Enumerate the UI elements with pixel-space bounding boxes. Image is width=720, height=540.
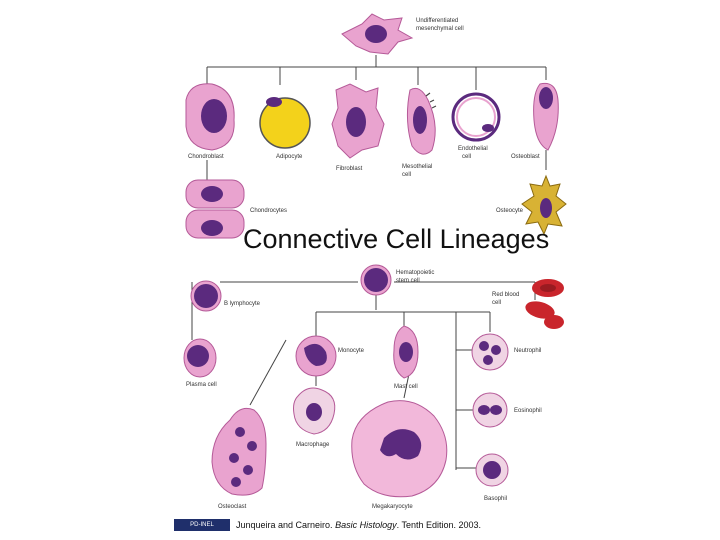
macrophage-cell	[293, 387, 336, 435]
mesothelial-label-1: Mesothelial	[402, 164, 432, 170]
macrophage-label: Macrophage	[296, 442, 330, 448]
monocyte-cell	[295, 335, 337, 377]
red-blood-label-2: cell	[492, 300, 501, 306]
basophil-cell	[475, 453, 509, 487]
mesothelial-label-2: cell	[402, 172, 411, 178]
eosinophil-label: Eosinophil	[514, 408, 542, 414]
neutrophil-label: Neutrophil	[514, 348, 541, 354]
chondrocytes-cell	[185, 179, 245, 239]
megakaryocyte-cell	[351, 400, 448, 498]
chondrocytes-label: Chondrocytes	[250, 208, 287, 214]
basophil-label: Basophil	[484, 496, 507, 502]
mesenchymal-cell	[341, 13, 414, 55]
megakaryocyte-label: Megakaryocyte	[372, 504, 413, 510]
osteocyte-cell	[521, 174, 567, 236]
citation-authors: Junqueira and Carneiro.	[236, 520, 333, 530]
red-blood-cells	[525, 279, 564, 329]
red-blood-label-1: Red blood	[492, 292, 519, 298]
mast-cell	[393, 325, 419, 379]
hemopoietic-label-2: stem cell	[396, 278, 420, 284]
endothelial-label-2: cell	[462, 154, 471, 160]
fibroblast-label: Fibroblast	[336, 166, 363, 172]
osteocyte-label: Osteocyte	[496, 208, 524, 214]
chondroblast-cell	[185, 83, 235, 151]
hemopoietic-label-1: Hematopoietic	[396, 270, 434, 276]
mesothelial-cell	[406, 87, 437, 155]
endothelial-cell	[451, 92, 501, 142]
citation-book: Basic Histology	[335, 520, 397, 530]
citation-footer: PD-INEL Junqueira and Carneiro. Basic Hi…	[174, 518, 481, 532]
monocyte-label: Monocyte	[338, 348, 365, 354]
slide-title: Connective Cell Lineages	[243, 224, 550, 254]
plasma-cell	[183, 338, 217, 378]
osteoblast-cell	[533, 82, 559, 151]
citation-text: Junqueira and Carneiro. Basic Histology.…	[236, 520, 481, 530]
mesenchymal-label-2: mesenchymal cell	[416, 26, 464, 32]
hematopoietic-stem-cell	[360, 264, 392, 296]
chondroblast-label: Chondroblast	[188, 154, 224, 160]
license-badge: PD-INEL	[174, 519, 230, 531]
endothelial-label-1: Endothelial	[458, 146, 488, 152]
connector-lines	[191, 55, 547, 470]
adipocyte-cell	[259, 97, 311, 149]
b-lymphocyte-label: B lymphocyte	[224, 301, 261, 307]
osteoclast-label: Osteoclast	[218, 504, 247, 510]
adipocyte-label: Adipocyte	[276, 154, 303, 160]
mast-cell-label: Mast cell	[394, 384, 418, 390]
osteoclast-cell	[211, 407, 267, 496]
osteoblast-label: Osteoblast	[511, 154, 540, 160]
citation-edition: . Tenth Edition. 2003.	[396, 520, 482, 530]
fibroblast-cell	[331, 83, 385, 159]
b-lymphocyte-cell	[190, 280, 222, 312]
neutrophil-cell	[471, 333, 509, 371]
eosinophil-cell	[472, 392, 508, 428]
plasma-cell-label: Plasma cell	[186, 382, 217, 388]
mesenchymal-label-1: Undifferentiated	[416, 18, 458, 24]
